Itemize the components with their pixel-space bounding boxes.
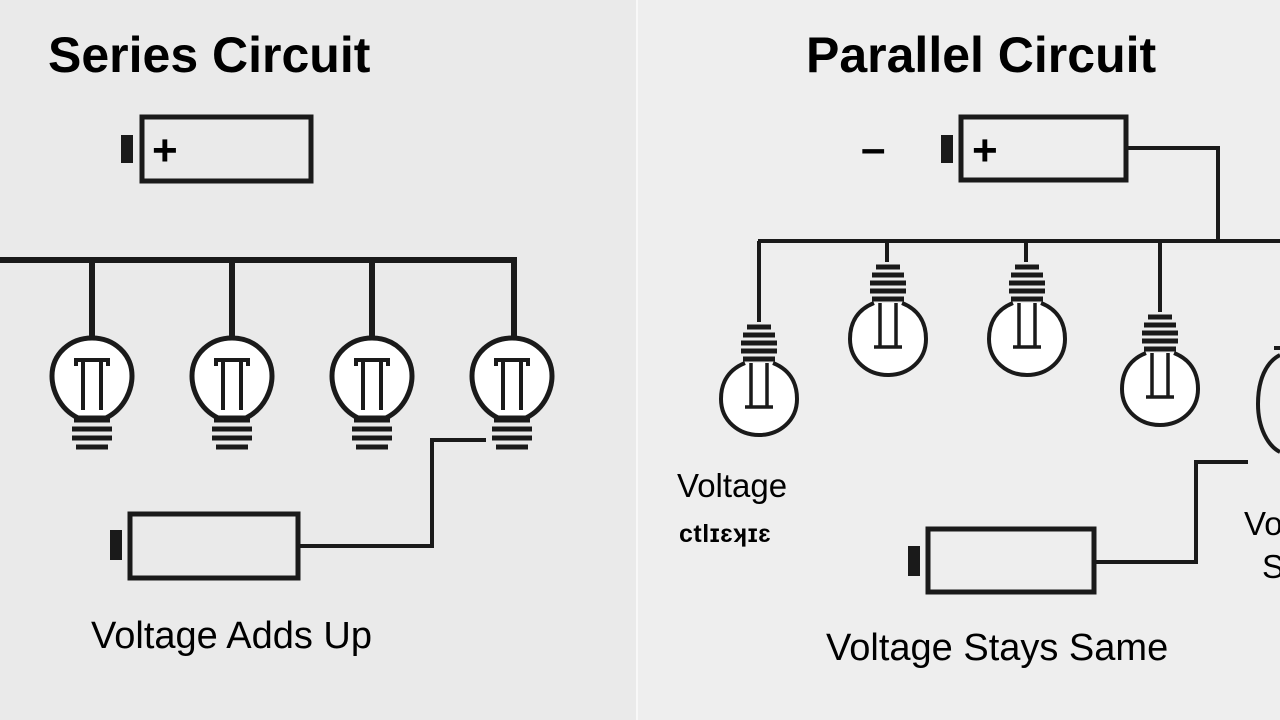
battery-icon: + — [941, 114, 1129, 183]
parallel-title: Parallel Circuit — [806, 27, 1156, 83]
series-return-wire — [298, 438, 486, 548]
cut-label-bottom: S — [1262, 548, 1280, 585]
light-bulb-icon — [52, 338, 132, 447]
light-bulb-icon — [850, 267, 926, 375]
light-bulb-icon — [192, 338, 272, 447]
voltage-label: Voltage — [677, 467, 787, 504]
battery-icon: + — [121, 114, 314, 184]
battery-icon — [110, 511, 301, 581]
battery-plus-label: + — [152, 126, 178, 175]
series-title: Series Circuit — [48, 27, 371, 83]
parallel-caption: Voltage Stays Same — [826, 627, 1168, 669]
parallel-return-wire — [1094, 460, 1248, 564]
series-caption: Voltage Adds Up — [91, 615, 372, 657]
cut-label-top: Vo — [1244, 505, 1280, 542]
battery-icon — [908, 526, 1097, 595]
light-bulb-icon — [332, 338, 412, 447]
light-bulb-icon — [472, 338, 552, 447]
series-wire — [0, 257, 517, 338]
panel-divider — [636, 0, 638, 720]
battery-plus-label: + — [972, 126, 998, 175]
light-bulb-icon — [1122, 317, 1198, 425]
parallel-wire — [757, 146, 1280, 322]
light-bulb-icon — [721, 327, 797, 435]
garbled-label: ctlɪɛʞɪɛ — [679, 520, 771, 548]
minus-sign: – — [861, 124, 885, 173]
light-bulb-icon — [1255, 346, 1280, 454]
light-bulb-icon — [989, 267, 1065, 375]
